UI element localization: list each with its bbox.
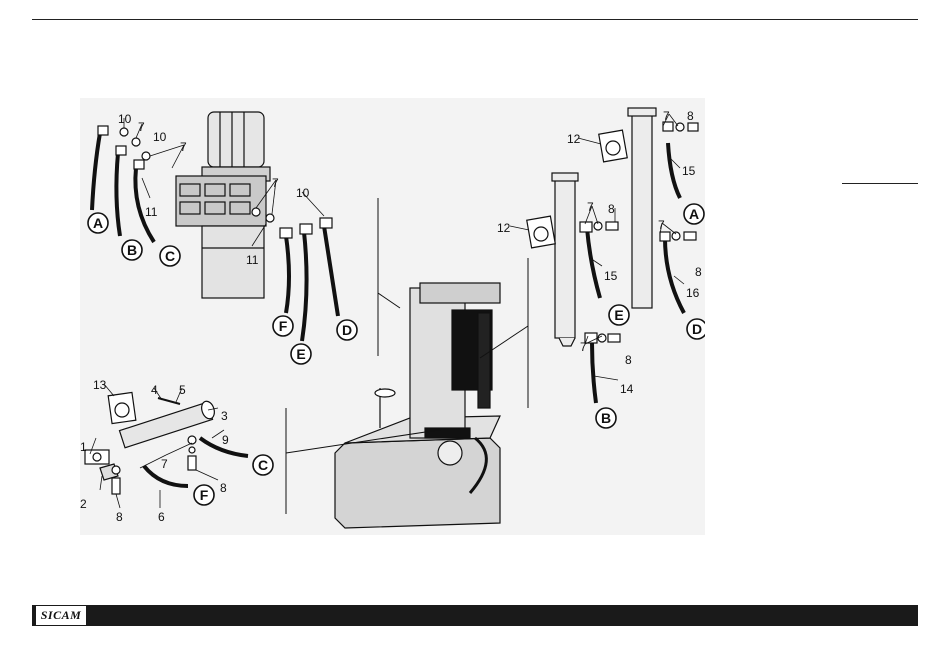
connection-label-cC2: C (253, 455, 273, 475)
connection-label-cC1: C (160, 246, 180, 266)
header-rule (32, 19, 918, 20)
svg-text:A: A (93, 215, 103, 231)
svg-text:F: F (200, 487, 209, 503)
seal-kits (108, 130, 627, 423)
part-label-n10b: 10 (153, 130, 167, 144)
part-label-n8a: 8 (687, 109, 694, 123)
part-label-n3: 3 (221, 409, 228, 423)
part-label-n8c: 8 (695, 265, 702, 279)
part-label-n7f: 7 (658, 218, 665, 232)
part-label-n7e: 7 (587, 200, 594, 214)
cylinder-assembly (85, 398, 216, 494)
connection-label-cE2: E (609, 305, 629, 325)
connection-label-cB1: B (122, 240, 142, 260)
connection-label-cE1: E (291, 344, 311, 364)
svg-text:E: E (614, 307, 623, 323)
diagram-drawing: 1071071171011127815127871581678141345391… (80, 98, 705, 535)
part-label-n8d: 8 (625, 353, 632, 367)
logo-text: SICAM (41, 608, 82, 623)
part-label-n1: 1 (80, 440, 87, 454)
connection-label-cF1: F (273, 316, 293, 336)
connection-label-cD2: D (687, 319, 705, 339)
footer-bar (32, 605, 918, 626)
connection-label-cB2: B (596, 408, 616, 428)
tyre-changer-machine (335, 283, 500, 528)
part-label-n8e: 8 (220, 481, 227, 495)
margin-rule (842, 183, 918, 184)
svg-text:E: E (296, 346, 305, 362)
part-label-n5: 5 (179, 383, 186, 397)
part-label-n15a: 15 (682, 164, 696, 178)
part-label-n9: 9 (222, 433, 229, 447)
part-label-n16: 16 (686, 286, 700, 300)
connection-label-cA2: A (684, 204, 704, 224)
connection-label-cA1: A (88, 213, 108, 233)
power-unit (176, 112, 270, 298)
part-label-n7c: 7 (272, 176, 279, 190)
part-label-n7a: 7 (138, 120, 145, 134)
part-label-n11a: 11 (145, 205, 158, 219)
svg-text:B: B (127, 242, 137, 258)
part-label-n4: 4 (151, 383, 158, 397)
part-label-n7h: 7 (161, 457, 168, 471)
part-label-n2: 2 (80, 497, 87, 511)
svg-text:C: C (165, 248, 175, 264)
part-label-n7b: 7 (180, 140, 187, 154)
part-label-n7d: 7 (663, 109, 670, 123)
part-label-n10c: 10 (296, 186, 310, 200)
svg-text:D: D (342, 322, 352, 338)
part-label-n8b: 8 (608, 202, 615, 216)
connection-label-cF2: F (194, 485, 214, 505)
part-label-n10a: 10 (118, 112, 132, 126)
part-label-n13: 13 (93, 378, 107, 392)
part-label-n6: 6 (158, 510, 165, 524)
part-label-n15b: 15 (604, 269, 618, 283)
part-label-n14: 14 (620, 382, 634, 396)
part-label-n12b: 12 (497, 221, 511, 235)
svg-text:D: D (692, 321, 702, 337)
sicam-logo: SICAM (36, 606, 86, 625)
svg-text:F: F (279, 318, 288, 334)
part-label-n12a: 12 (567, 132, 581, 146)
svg-text:A: A (689, 206, 699, 222)
svg-text:B: B (601, 410, 611, 426)
part-label-n8f: 8 (116, 510, 123, 524)
part-label-n7g: 7 (580, 340, 587, 354)
svg-text:C: C (258, 457, 268, 473)
part-label-n11b: 11 (246, 253, 259, 267)
connection-label-cD1: D (337, 320, 357, 340)
